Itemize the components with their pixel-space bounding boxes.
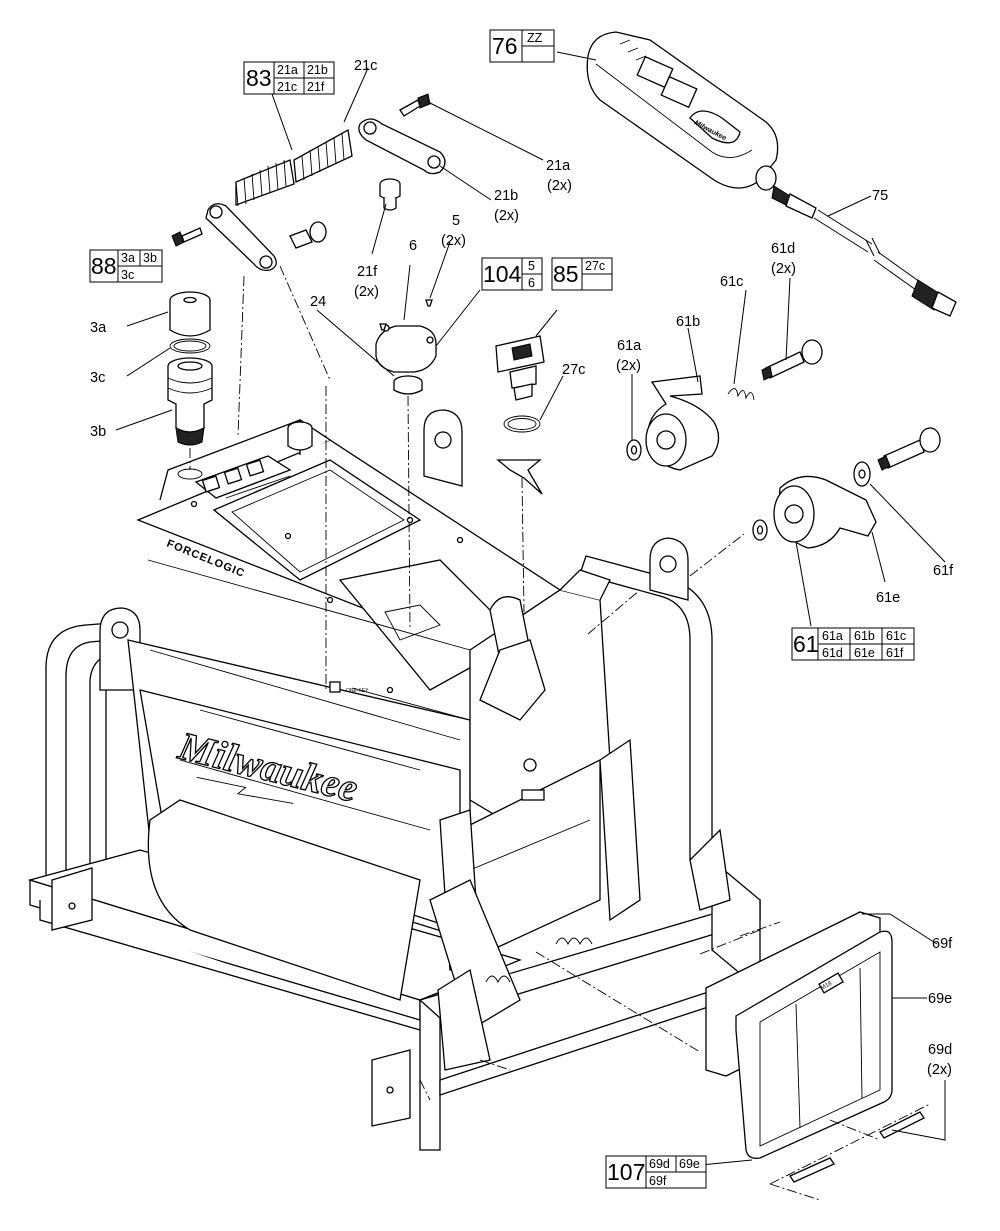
kit-61-part-4: 61d [822, 646, 843, 660]
kit-104-number: 104 [483, 261, 522, 287]
kit-76-number: 76 [492, 33, 518, 59]
part-3-coupler [167, 291, 213, 480]
callout-21a-qty: (2x) [547, 178, 572, 194]
kit-box-85: 85 27c [551, 257, 613, 291]
kit-box-76: 76 ZZ [489, 29, 555, 63]
callout-61a: 61a [617, 338, 642, 354]
kit-76-part-1: ZZ [527, 31, 543, 45]
callout-61b: 61b [676, 314, 700, 330]
kit-107-part-3: 69f [649, 1174, 667, 1188]
kit-box-104: 104 5 6 [481, 257, 543, 291]
kit-107-part-1: 69d [649, 1157, 670, 1171]
callout-5: 5 [452, 213, 460, 229]
callout-21a: 21a [546, 158, 571, 174]
callout-61d: 61d [771, 241, 795, 257]
callout-21c: 21c [354, 58, 377, 74]
part-6-cover [375, 299, 437, 373]
kit-88-part-1: 3a [121, 251, 135, 265]
callout-21f: 21f [357, 264, 378, 280]
kit-61-part-2: 61b [854, 629, 875, 643]
kit-83-part-2: 21b [307, 63, 328, 77]
kit-104-part-2: 6 [528, 276, 535, 290]
kit-88-part-3: 3c [121, 268, 134, 282]
part-24-plug [393, 375, 423, 395]
part-75-cable [771, 185, 957, 317]
assembly-centerlines [237, 265, 781, 1101]
callout-61f: 61f [933, 563, 954, 579]
kit-61-part-5: 61e [854, 646, 875, 660]
kit-box-107: 107 69d 69e 69f [605, 1155, 707, 1189]
callout-6: 6 [409, 238, 417, 254]
cover-mark: M18 [820, 980, 834, 991]
callout-21b-qty: (2x) [494, 208, 519, 224]
callout-69f: 69f [932, 936, 953, 952]
kit-83-part-3: 21c [277, 80, 297, 94]
callout-61a-qty: (2x) [616, 358, 641, 374]
kit-61-part-3: 61c [886, 629, 906, 643]
kit-83-part-4: 21f [307, 80, 325, 94]
callout-3c: 3c [90, 370, 105, 386]
kit-107-part-2: 69e [679, 1157, 700, 1171]
kit-box-61: 61 61a 61b 61c 61d 61e 61f [791, 627, 915, 661]
callout-24: 24 [310, 294, 326, 310]
machine-body: ONE-KEY FORCELOGIC Milwaukee [127, 418, 731, 1071]
callout-5-qty: (2x) [441, 233, 466, 249]
callout-21f-qty: (2x) [354, 284, 379, 300]
callout-75: 75 [872, 188, 888, 204]
kit-61-part-1: 61a [822, 629, 843, 643]
callout-69d: 69d [928, 1042, 952, 1058]
callout-69e: 69e [928, 991, 952, 1007]
kit-83-number: 83 [246, 65, 272, 91]
callout-3b: 3b [90, 424, 106, 440]
callout-61e: 61e [876, 590, 900, 606]
callout-61c: 61c [720, 274, 743, 290]
part-61-guides [626, 339, 941, 549]
kit-61-number: 61 [793, 631, 819, 657]
part-21-linkage [171, 93, 446, 272]
kit-61-part-6: 61f [886, 646, 904, 660]
kit-83-part-1: 21a [277, 63, 298, 77]
callout-27c: 27c [562, 362, 585, 378]
callout-21b: 21b [494, 188, 518, 204]
kit-85-part-1: 27c [585, 259, 605, 273]
kit-88-part-2: 3b [143, 251, 157, 265]
callout-69d-qty: (2x) [927, 1062, 952, 1078]
kit-box-88: 88 3a 3b 3c [89, 249, 163, 283]
part-76-remote: Milwaukee [586, 31, 779, 191]
leader-lines [115, 51, 946, 1169]
part-69-door: M18 [705, 911, 931, 1201]
kit-88-number: 88 [91, 253, 117, 279]
kit-104-part-1: 5 [528, 259, 535, 273]
callout-3a: 3a [90, 320, 107, 336]
callout-labels: 21c 21a (2x) 21b (2x) 21f (2x) 5 (2x) 6 … [90, 58, 954, 1078]
kit-85-number: 85 [553, 261, 579, 287]
connect-mark: ONE-KEY [346, 688, 369, 694]
kit-box-83: 83 21a 21b 21c 21f [243, 61, 335, 95]
callout-61d-qty: (2x) [771, 261, 796, 277]
part-85-fitting [495, 335, 545, 495]
kit-107-number: 107 [607, 1159, 645, 1185]
